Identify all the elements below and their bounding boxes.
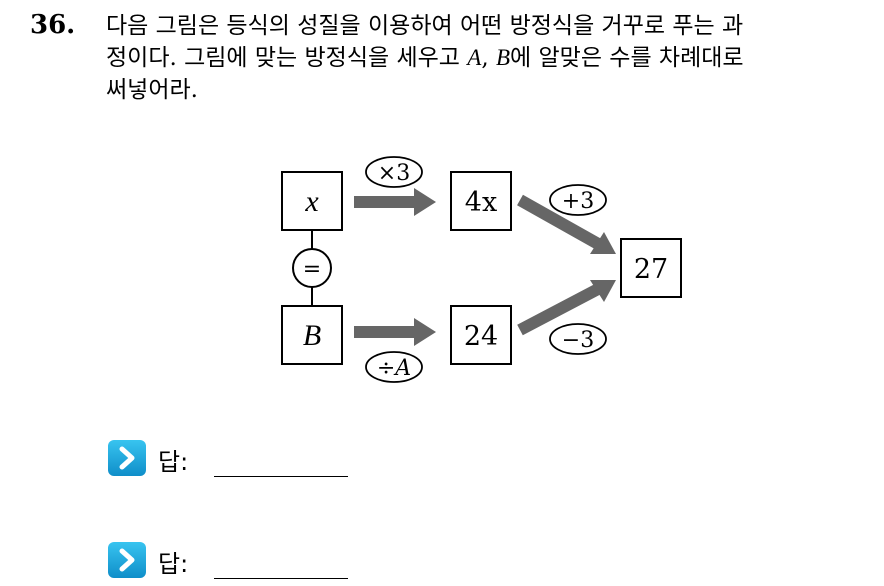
box-27: 27: [620, 238, 682, 298]
arrow-4x-to-27: [517, 194, 616, 254]
op-plus-3: +3: [549, 184, 607, 216]
op-plus-3-label: +3: [562, 189, 594, 214]
box-24-label: 24: [464, 321, 498, 352]
answer-blank-line[interactable]: [214, 476, 348, 477]
op-minus-3: −3: [549, 323, 607, 355]
variable-a: A: [467, 45, 482, 70]
question-line-3: 써넣어라.: [106, 77, 198, 103]
op-minus-3-label: −3: [562, 328, 594, 353]
answer-row-1: 답:: [108, 440, 408, 480]
arrow-b-to-24: [354, 318, 436, 346]
question-text: 다음 그림은 등식의 성질을 이용하여 어떤 방정식을 거꾸로 푸는 과 정이다…: [106, 10, 876, 106]
chevron-right-icon: [108, 440, 146, 476]
arrow-24-to-27: [517, 280, 616, 336]
arrows: [354, 188, 616, 346]
answer-blank-line[interactable]: [214, 578, 348, 579]
box-27-label: 27: [634, 254, 668, 285]
comma: ,: [481, 45, 496, 71]
equals-connector: =: [292, 230, 332, 306]
answer-row-2: 답:: [108, 542, 408, 582]
box-b-label: B: [303, 319, 321, 352]
answer-label: 답:: [158, 448, 189, 476]
answer-label: 답:: [158, 550, 189, 578]
chevron-right-icon: [108, 542, 146, 578]
op-times-3: ×3: [365, 156, 423, 188]
variable-b: B: [495, 45, 511, 70]
question-number: 36.: [30, 10, 76, 40]
question-line-1: 다음 그림은 등식의 성질을 이용하여 어떤 방정식을 거꾸로 푸는 과: [106, 13, 744, 39]
box-4x-label: 4x: [465, 187, 497, 218]
box-b: B: [281, 305, 343, 365]
question-line-2-tail: 에 알맞은 수를 차례대로: [510, 45, 744, 71]
op-div-a: ÷A: [365, 351, 423, 383]
arrow-x-to-4x: [354, 188, 436, 216]
box-x: x: [281, 171, 343, 231]
question-line-2: 정이다. 그림에 맞는 방정식을 세우고 A, B에 알맞은 수를 차례대로: [106, 42, 876, 74]
box-4x: 4x: [450, 171, 512, 231]
box-24: 24: [450, 305, 512, 365]
question-line-2-text: 정이다. 그림에 맞는 방정식을 세우고: [106, 45, 468, 71]
op-times-3-label: ×3: [378, 161, 410, 186]
op-div-a-label: ÷A: [377, 356, 411, 381]
equals-sign: =: [303, 257, 321, 282]
box-x-label: x: [304, 185, 319, 218]
